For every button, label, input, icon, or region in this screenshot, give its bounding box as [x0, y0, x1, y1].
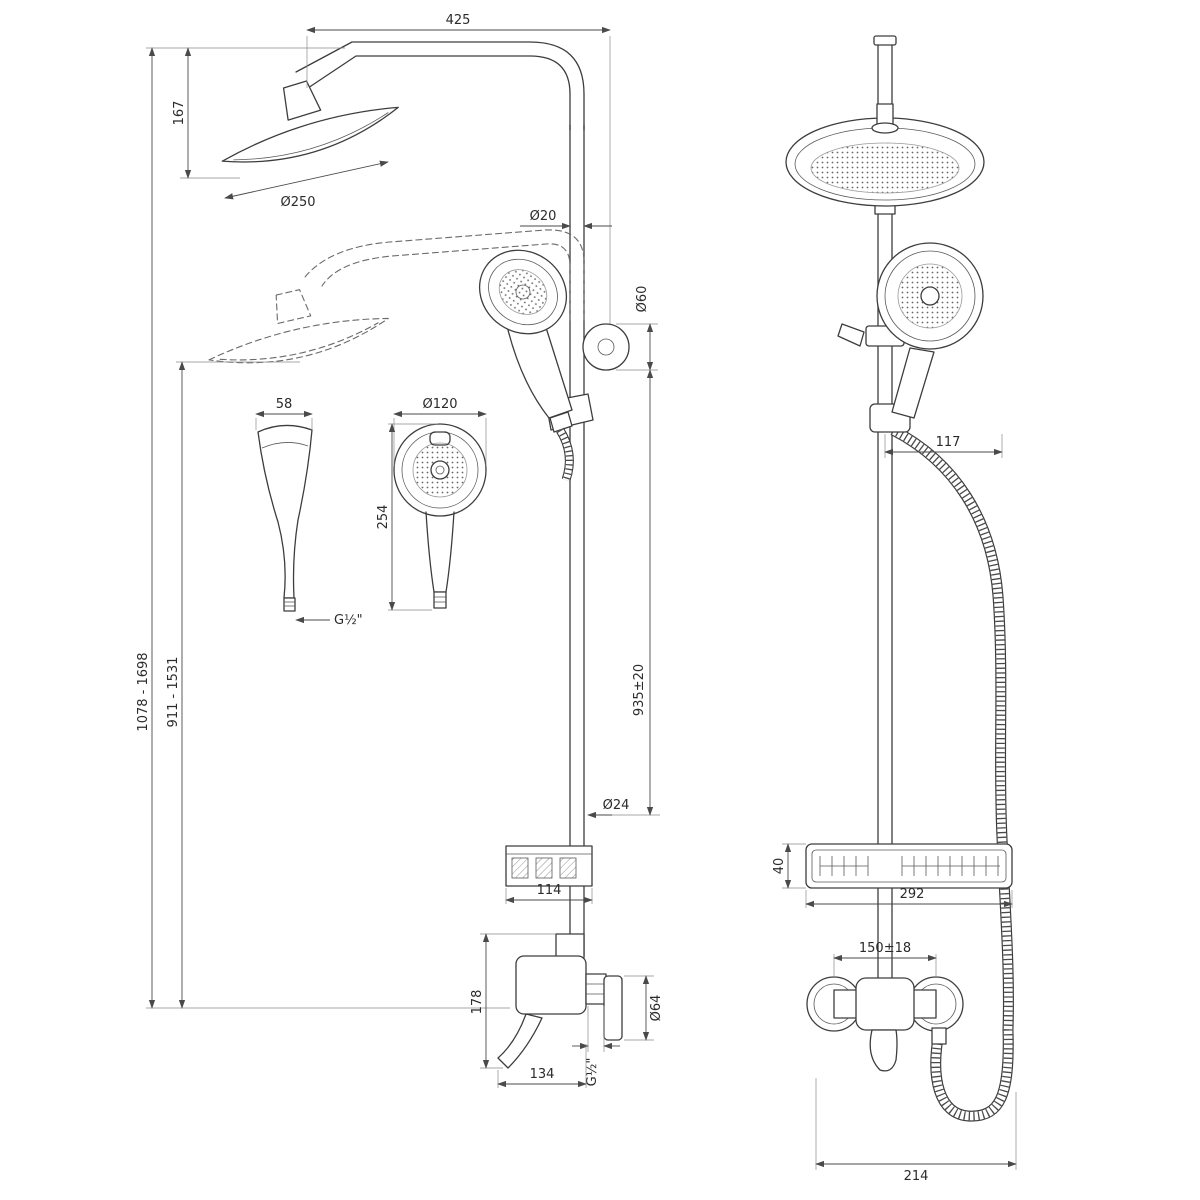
- mixer-lever-front: [869, 1029, 898, 1072]
- diverter-knob: [837, 323, 865, 347]
- mixer-lever-side: [497, 1013, 543, 1069]
- dim-shelf-height: 40: [772, 858, 787, 875]
- holder-knob: [582, 323, 630, 371]
- dim-mixer-width: 134: [530, 1067, 555, 1082]
- dim-holder-knob-diameter: Ø60: [635, 286, 650, 313]
- dim-column-height-range: 911 - 1531: [166, 657, 181, 728]
- dim-hand-shower-width: 58: [276, 397, 293, 412]
- dim-head-diameter: Ø250: [280, 195, 315, 210]
- dimensions-side: 425 167 Ø250 Ø20 Ø60 935±20 Ø24: [136, 13, 664, 1088]
- dim-head-drop: 167: [172, 101, 187, 126]
- dim-mixer-height: 178: [470, 990, 485, 1015]
- dim-overall-height-range: 1078 - 1698: [136, 652, 151, 731]
- side-view: 425 167 Ø250 Ø20 Ø60 935±20 Ø24: [136, 13, 664, 1088]
- hose-outlet: [931, 1027, 947, 1045]
- hand-shower-front: [837, 242, 984, 433]
- dim-arm-reach: 425: [446, 13, 471, 28]
- dim-upper-column-length: 935±20: [632, 664, 647, 716]
- hand-shower-mounted-side: [478, 249, 630, 482]
- mixer-side: [497, 933, 623, 1069]
- dim-shelf-depth: 114: [537, 883, 562, 898]
- dim-escutcheon-diameter: Ø64: [649, 995, 664, 1022]
- dim-pipe-diameter: Ø20: [530, 209, 557, 224]
- rain-shower-head-side: [221, 80, 399, 163]
- dim-hand-shower-thread: G½": [334, 613, 363, 628]
- rain-shower-head-front: [785, 103, 985, 207]
- dimensions-front: 117 40 292 150±18 214: [772, 434, 1017, 1184]
- dim-hand-shower-length: 254: [376, 505, 391, 530]
- dim-holder-offset: 117: [936, 435, 961, 450]
- escutcheon-side: [603, 975, 623, 1041]
- dim-connection-centers: 150±18: [859, 941, 911, 956]
- hose-stub-side: [556, 427, 574, 482]
- hand-shower-detail-front: [393, 423, 487, 609]
- front-view: 117 40 292 150±18 214: [772, 35, 1017, 1184]
- dim-mixer-thread: G½": [585, 1058, 600, 1087]
- mixer-front: [806, 976, 964, 1072]
- shelf-front: [805, 843, 1013, 889]
- dim-hand-shower-head-diameter: Ø120: [422, 397, 457, 412]
- dim-lower-pipe-diameter: Ø24: [603, 798, 630, 813]
- dim-hose-span: 214: [904, 1169, 929, 1184]
- shelf-side: [505, 845, 593, 887]
- mixer-nut: [585, 973, 607, 1005]
- dim-shelf-width: 292: [900, 887, 925, 902]
